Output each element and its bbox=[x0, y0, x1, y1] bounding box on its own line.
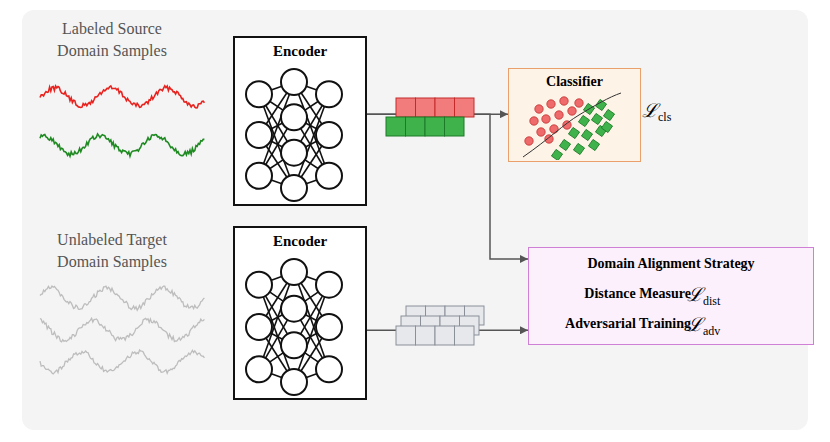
signal-waves bbox=[40, 86, 204, 374]
feature-cell bbox=[455, 326, 475, 345]
feature-vectors bbox=[386, 98, 484, 345]
background-panel bbox=[22, 10, 808, 430]
neuron bbox=[246, 163, 272, 189]
neuron bbox=[281, 69, 307, 95]
neuron bbox=[246, 272, 272, 298]
red-point bbox=[560, 97, 568, 105]
neuron bbox=[316, 356, 342, 382]
box-title: Domain Alignment Strategy bbox=[529, 256, 813, 272]
neuron bbox=[281, 369, 307, 395]
box-text: ℒdist bbox=[687, 281, 720, 309]
neuron bbox=[246, 122, 272, 148]
green-point bbox=[588, 139, 599, 150]
network-icon bbox=[235, 38, 353, 204]
loss-label: ℒcls bbox=[642, 100, 712, 128]
flow-arrow bbox=[367, 114, 528, 259]
feature-cell bbox=[445, 117, 465, 136]
red-point bbox=[535, 105, 543, 113]
neuron bbox=[246, 356, 272, 382]
feature-cell bbox=[416, 326, 436, 345]
neuron bbox=[281, 296, 307, 322]
red-point bbox=[545, 135, 553, 143]
feature-cell bbox=[396, 326, 416, 345]
green-point bbox=[573, 143, 584, 154]
green-point bbox=[603, 109, 614, 120]
red-point bbox=[575, 99, 583, 107]
neuron bbox=[281, 104, 307, 130]
signal-wave bbox=[40, 286, 204, 310]
alignment-box: Domain Alignment StrategyDistance Measur… bbox=[528, 247, 814, 345]
neuron bbox=[316, 81, 342, 107]
red-point bbox=[568, 107, 576, 115]
feature-cell bbox=[455, 98, 475, 117]
box-text: Adversarial Training bbox=[565, 316, 691, 332]
neuron bbox=[281, 175, 307, 201]
neuron bbox=[316, 314, 342, 340]
network-icon bbox=[235, 228, 353, 398]
signal-wave bbox=[40, 134, 204, 156]
feature-cell bbox=[406, 117, 426, 136]
feature-cell bbox=[425, 117, 445, 136]
red-point bbox=[537, 128, 545, 136]
neuron bbox=[246, 314, 272, 340]
group-caption: Unlabeled Target Domain Samples bbox=[42, 229, 182, 273]
neuron bbox=[281, 332, 307, 358]
green-point bbox=[578, 115, 589, 126]
feature-cell bbox=[396, 98, 416, 117]
green-point bbox=[551, 149, 562, 160]
neuron bbox=[281, 259, 307, 285]
signal-wave bbox=[40, 318, 204, 342]
feature-cell bbox=[435, 326, 455, 345]
red-point bbox=[555, 111, 563, 119]
signal-wave bbox=[40, 86, 204, 108]
neuron bbox=[316, 122, 342, 148]
classifier-box: Classifier bbox=[508, 68, 641, 162]
encoder-box: Encoder bbox=[233, 36, 367, 206]
green-point bbox=[559, 139, 570, 150]
green-point bbox=[591, 113, 602, 124]
signal-wave bbox=[40, 350, 204, 374]
decision-boundary bbox=[523, 93, 621, 157]
box-text: ℒadv bbox=[687, 311, 720, 339]
feature-cell bbox=[435, 98, 455, 117]
red-point bbox=[542, 115, 550, 123]
box-title: Encoder bbox=[235, 43, 365, 60]
green-point bbox=[568, 127, 579, 138]
red-point bbox=[547, 100, 555, 108]
neuron bbox=[281, 140, 307, 166]
red-point bbox=[550, 125, 558, 133]
green-point bbox=[581, 129, 592, 140]
box-title: Classifier bbox=[509, 74, 640, 90]
green-point bbox=[601, 121, 612, 132]
box-title: Encoder bbox=[235, 233, 365, 250]
neuron bbox=[246, 81, 272, 107]
feature-cell bbox=[386, 117, 406, 136]
feature-cell bbox=[416, 98, 436, 117]
group-caption: Labeled Source Domain Samples bbox=[42, 18, 182, 62]
encoder-box: Encoder bbox=[233, 226, 367, 400]
red-point bbox=[525, 137, 533, 145]
neuron bbox=[316, 272, 342, 298]
red-point bbox=[530, 117, 538, 125]
box-text: Distance Measure bbox=[584, 286, 691, 302]
neuron bbox=[316, 163, 342, 189]
